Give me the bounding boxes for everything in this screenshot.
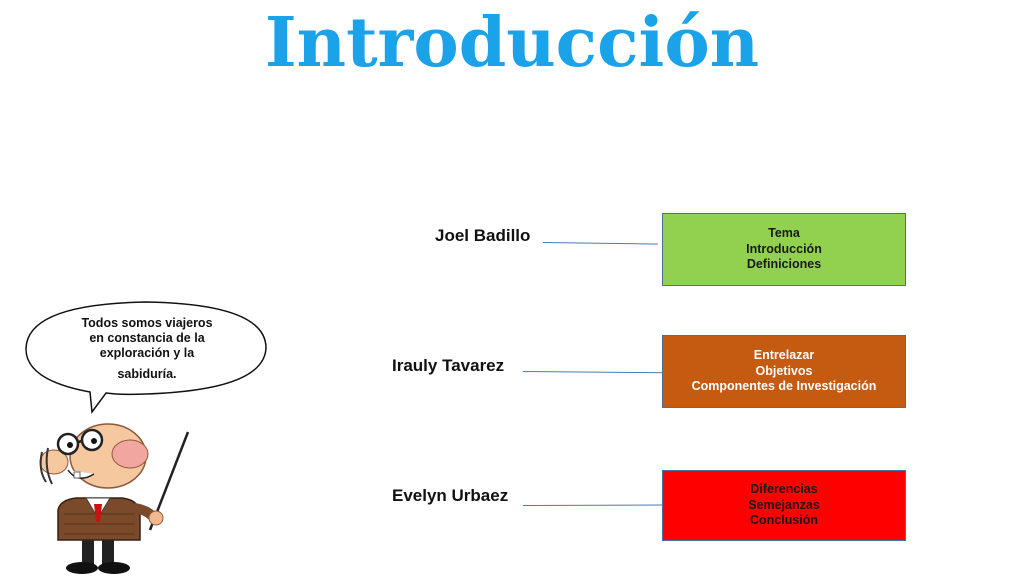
topic-item: Conclusión	[749, 513, 819, 528]
connector-line-2	[522, 371, 663, 374]
topic-box-1: Tema Introducción Definiciones	[662, 213, 906, 286]
speech-bubble	[25, 301, 267, 415]
presenter-name-evelyn: Evelyn Urbaez	[392, 486, 509, 505]
presenter-name-irauly: Irauly Tavarez	[392, 356, 505, 375]
bubble-line: sabiduría.	[117, 367, 177, 381]
teacher-character-illustration	[39, 423, 190, 574]
bubble-line: Todos somos viajeros	[81, 316, 213, 330]
connector-line-1	[542, 242, 658, 245]
speech-bubble-text: Todos somos viajeros en constancia de la…	[58, 316, 236, 382]
topic-item: Tema	[768, 226, 800, 241]
topic-item: Diferencias	[750, 482, 818, 497]
topic-item: Objetivos	[755, 363, 813, 378]
topic-box-3: Diferencias Semejanzas Conclusión	[662, 470, 906, 541]
topic-item: Semejanzas	[748, 497, 820, 512]
connector-line-3	[523, 504, 664, 506]
bubble-line: exploración y la	[99, 346, 195, 360]
bubble-line: en constancia de la	[89, 331, 205, 345]
topic-item: Introducción	[746, 241, 822, 256]
topic-item: Entrelazar	[753, 348, 815, 363]
topic-box-2: Entrelazar Objetivos Componentes de Inve…	[662, 335, 906, 408]
topic-item: Definiciones	[746, 257, 822, 272]
topic-item: Componentes de Investigación	[691, 379, 877, 394]
slide-title: Introducción	[264, 3, 760, 83]
presenter-name-joel: Joel Badillo	[435, 226, 531, 245]
